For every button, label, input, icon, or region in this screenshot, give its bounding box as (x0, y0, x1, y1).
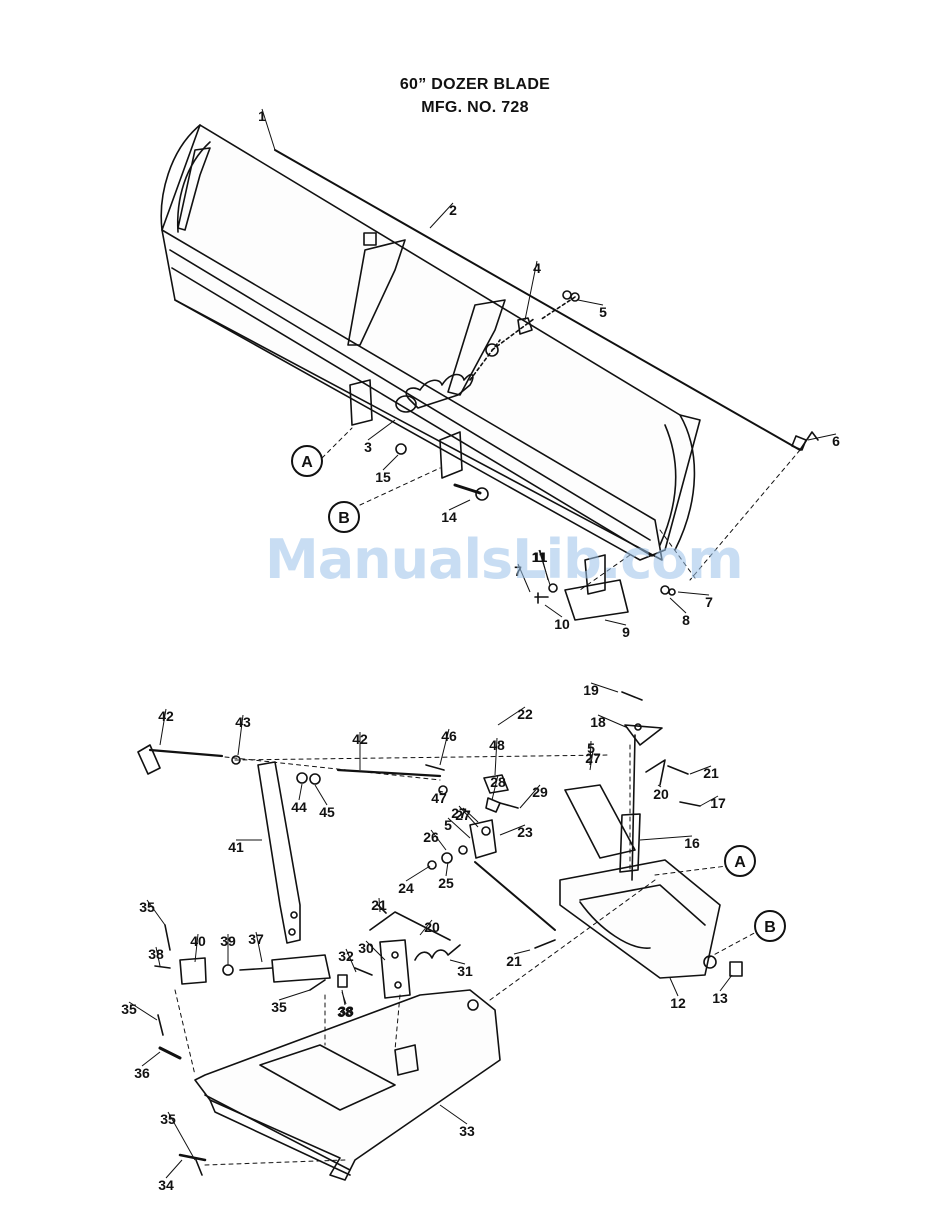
turnbuckle (240, 968, 272, 970)
label-leader-line (262, 109, 275, 150)
part-number-label: 45 (319, 804, 335, 820)
blade-face (162, 125, 700, 560)
part-number-label: 24 (398, 880, 414, 896)
part-number-label: 21 (506, 953, 522, 969)
label-leader-line (368, 420, 395, 440)
callout-a-upper: A (292, 446, 322, 476)
part-number-label: 2 (449, 202, 457, 218)
callout-b-lower: B (755, 911, 785, 941)
callout-label: A (734, 854, 746, 871)
part-number-label: 47 (431, 790, 447, 806)
label-leader-line (279, 990, 310, 1000)
callout-label: B (764, 919, 776, 936)
part-number-label: 5 (444, 817, 452, 833)
part-number-label: 9 (622, 624, 630, 640)
link-plate-30 (380, 940, 410, 998)
label-leader-line (449, 500, 470, 510)
callout-a-lower: A (725, 846, 755, 876)
label-leader-line (315, 785, 327, 805)
lift-arm (258, 762, 300, 943)
lift-rod-handle (138, 745, 160, 774)
callout-label: B (338, 510, 350, 527)
part-number-label: 15 (375, 469, 391, 485)
part-number-label: 5 (599, 304, 607, 320)
part-number-label: 12 (670, 995, 686, 1011)
label-leader-line (446, 862, 448, 876)
part-number-label: 36 (134, 1065, 150, 1081)
part-number-label: 30 (358, 940, 374, 956)
part-number-label: 3 (364, 439, 372, 455)
part-number-label: 14 (441, 509, 457, 525)
part-number-label: 18 (590, 714, 606, 730)
part-number-label: 35 (271, 999, 287, 1015)
part-number-label: 21 (703, 765, 719, 781)
part-number-label: 23 (517, 824, 533, 840)
watermark: ManualsLib.com (265, 528, 743, 591)
label-leader-line (142, 1052, 160, 1066)
part-number-label: 7 (705, 594, 713, 610)
part-number-label: 44 (291, 799, 307, 815)
plate-18 (625, 725, 662, 745)
part-number-label: 33 (459, 1123, 475, 1139)
part-number-label: 38 (338, 1003, 354, 1019)
link-rod-22 (475, 862, 555, 930)
part-number-label: 29 (532, 784, 548, 800)
label-leader-line (440, 1105, 467, 1124)
label-leader-line (525, 261, 537, 320)
label-leader-line (670, 978, 678, 996)
part-number-label: 10 (554, 616, 570, 632)
mount-plate (560, 860, 720, 978)
part-number-label: 27 (455, 807, 471, 823)
label-leader-line (299, 784, 302, 800)
part-number-label: 17 (710, 795, 726, 811)
label-leader-line (578, 300, 603, 305)
label-leader-line (605, 620, 626, 625)
label-leader-line (166, 1160, 182, 1178)
label-leader-line (406, 866, 430, 881)
part-number-label: 34 (158, 1177, 174, 1193)
part-number-label: 35 (160, 1111, 176, 1127)
part-number-label: 8 (682, 612, 690, 628)
label-leader-line (720, 975, 732, 991)
label-leader-line (383, 455, 398, 470)
part-number-label: 20 (653, 786, 669, 802)
part-number-label: 35 (121, 1001, 137, 1017)
label-leader-line (514, 950, 530, 954)
part-number-label: 6 (832, 433, 840, 449)
part-number-label: 13 (712, 990, 728, 1006)
part-number-label: 41 (228, 839, 244, 855)
bracket-23 (470, 820, 496, 858)
label-leader-line (670, 598, 686, 613)
part-number-label: 31 (457, 963, 473, 979)
callout-label: A (301, 454, 313, 471)
label-leader-line (168, 1112, 195, 1160)
part-number-label: 22 (517, 706, 533, 722)
part-number-label: 25 (438, 875, 454, 891)
part-number-label: 16 (684, 835, 700, 851)
